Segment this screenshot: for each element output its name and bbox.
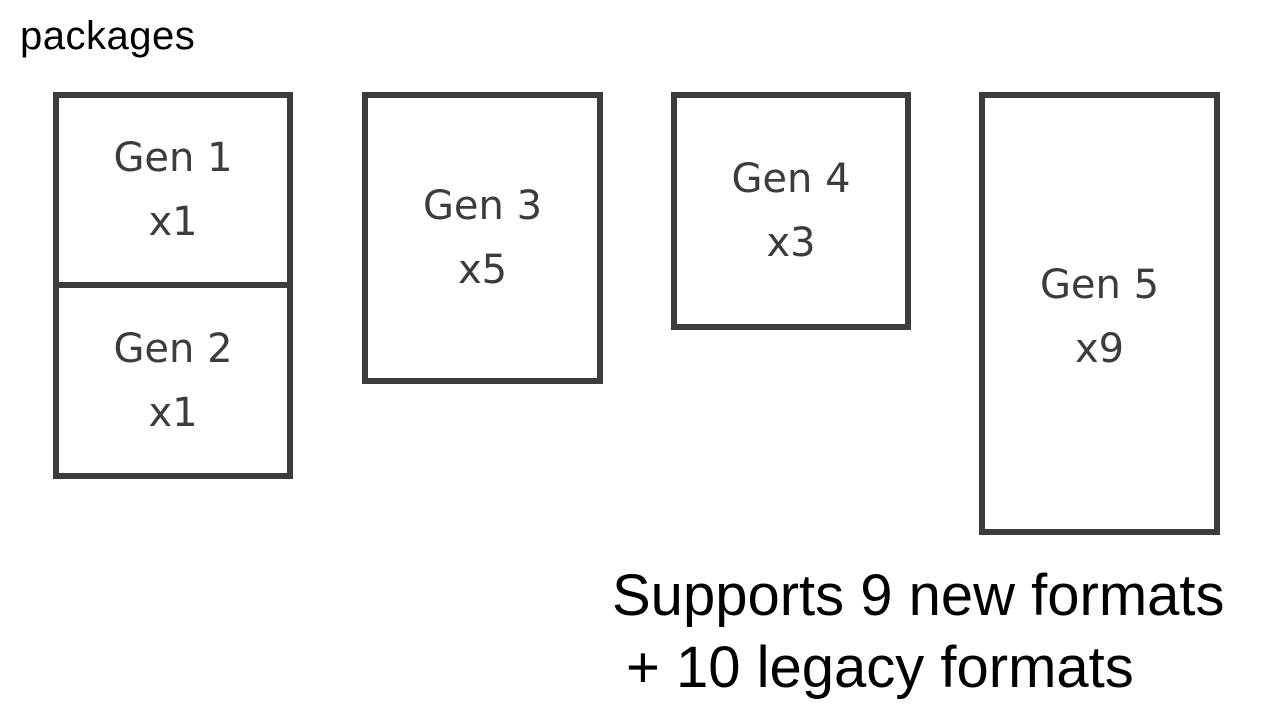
summary-line-new-formats: Supports 9 new formats — [612, 563, 1225, 628]
gen-3-count: x5 — [457, 247, 508, 293]
gen-3-box: Gen 3 x5 — [362, 92, 603, 384]
gen-3-label: Gen 3 — [422, 183, 543, 229]
gen-4-count: x3 — [766, 220, 816, 266]
gen-5-count: x9 — [1074, 326, 1125, 372]
gen-4-label: Gen 4 — [731, 156, 851, 202]
gen-2-count: x1 — [148, 389, 198, 436]
format-support-summary: Supports 9 new formats + 10 legacy forma… — [612, 560, 1225, 704]
gen-5-label: Gen 5 — [1039, 262, 1160, 308]
gen-2-box: Gen 2 x1 — [53, 282, 293, 479]
summary-line-legacy-formats: + 10 legacy formats — [626, 635, 1134, 700]
gen-5-box: Gen 5 x9 — [979, 92, 1220, 535]
gen-2-label: Gen 2 — [113, 325, 233, 372]
gen-1-label: Gen 1 — [113, 135, 233, 181]
diagram-title: packages — [20, 14, 196, 58]
gen-1-box: Gen 1 x1 — [53, 92, 293, 288]
gen-1-count: x1 — [148, 199, 198, 245]
gen-4-box: Gen 4 x3 — [671, 92, 911, 330]
